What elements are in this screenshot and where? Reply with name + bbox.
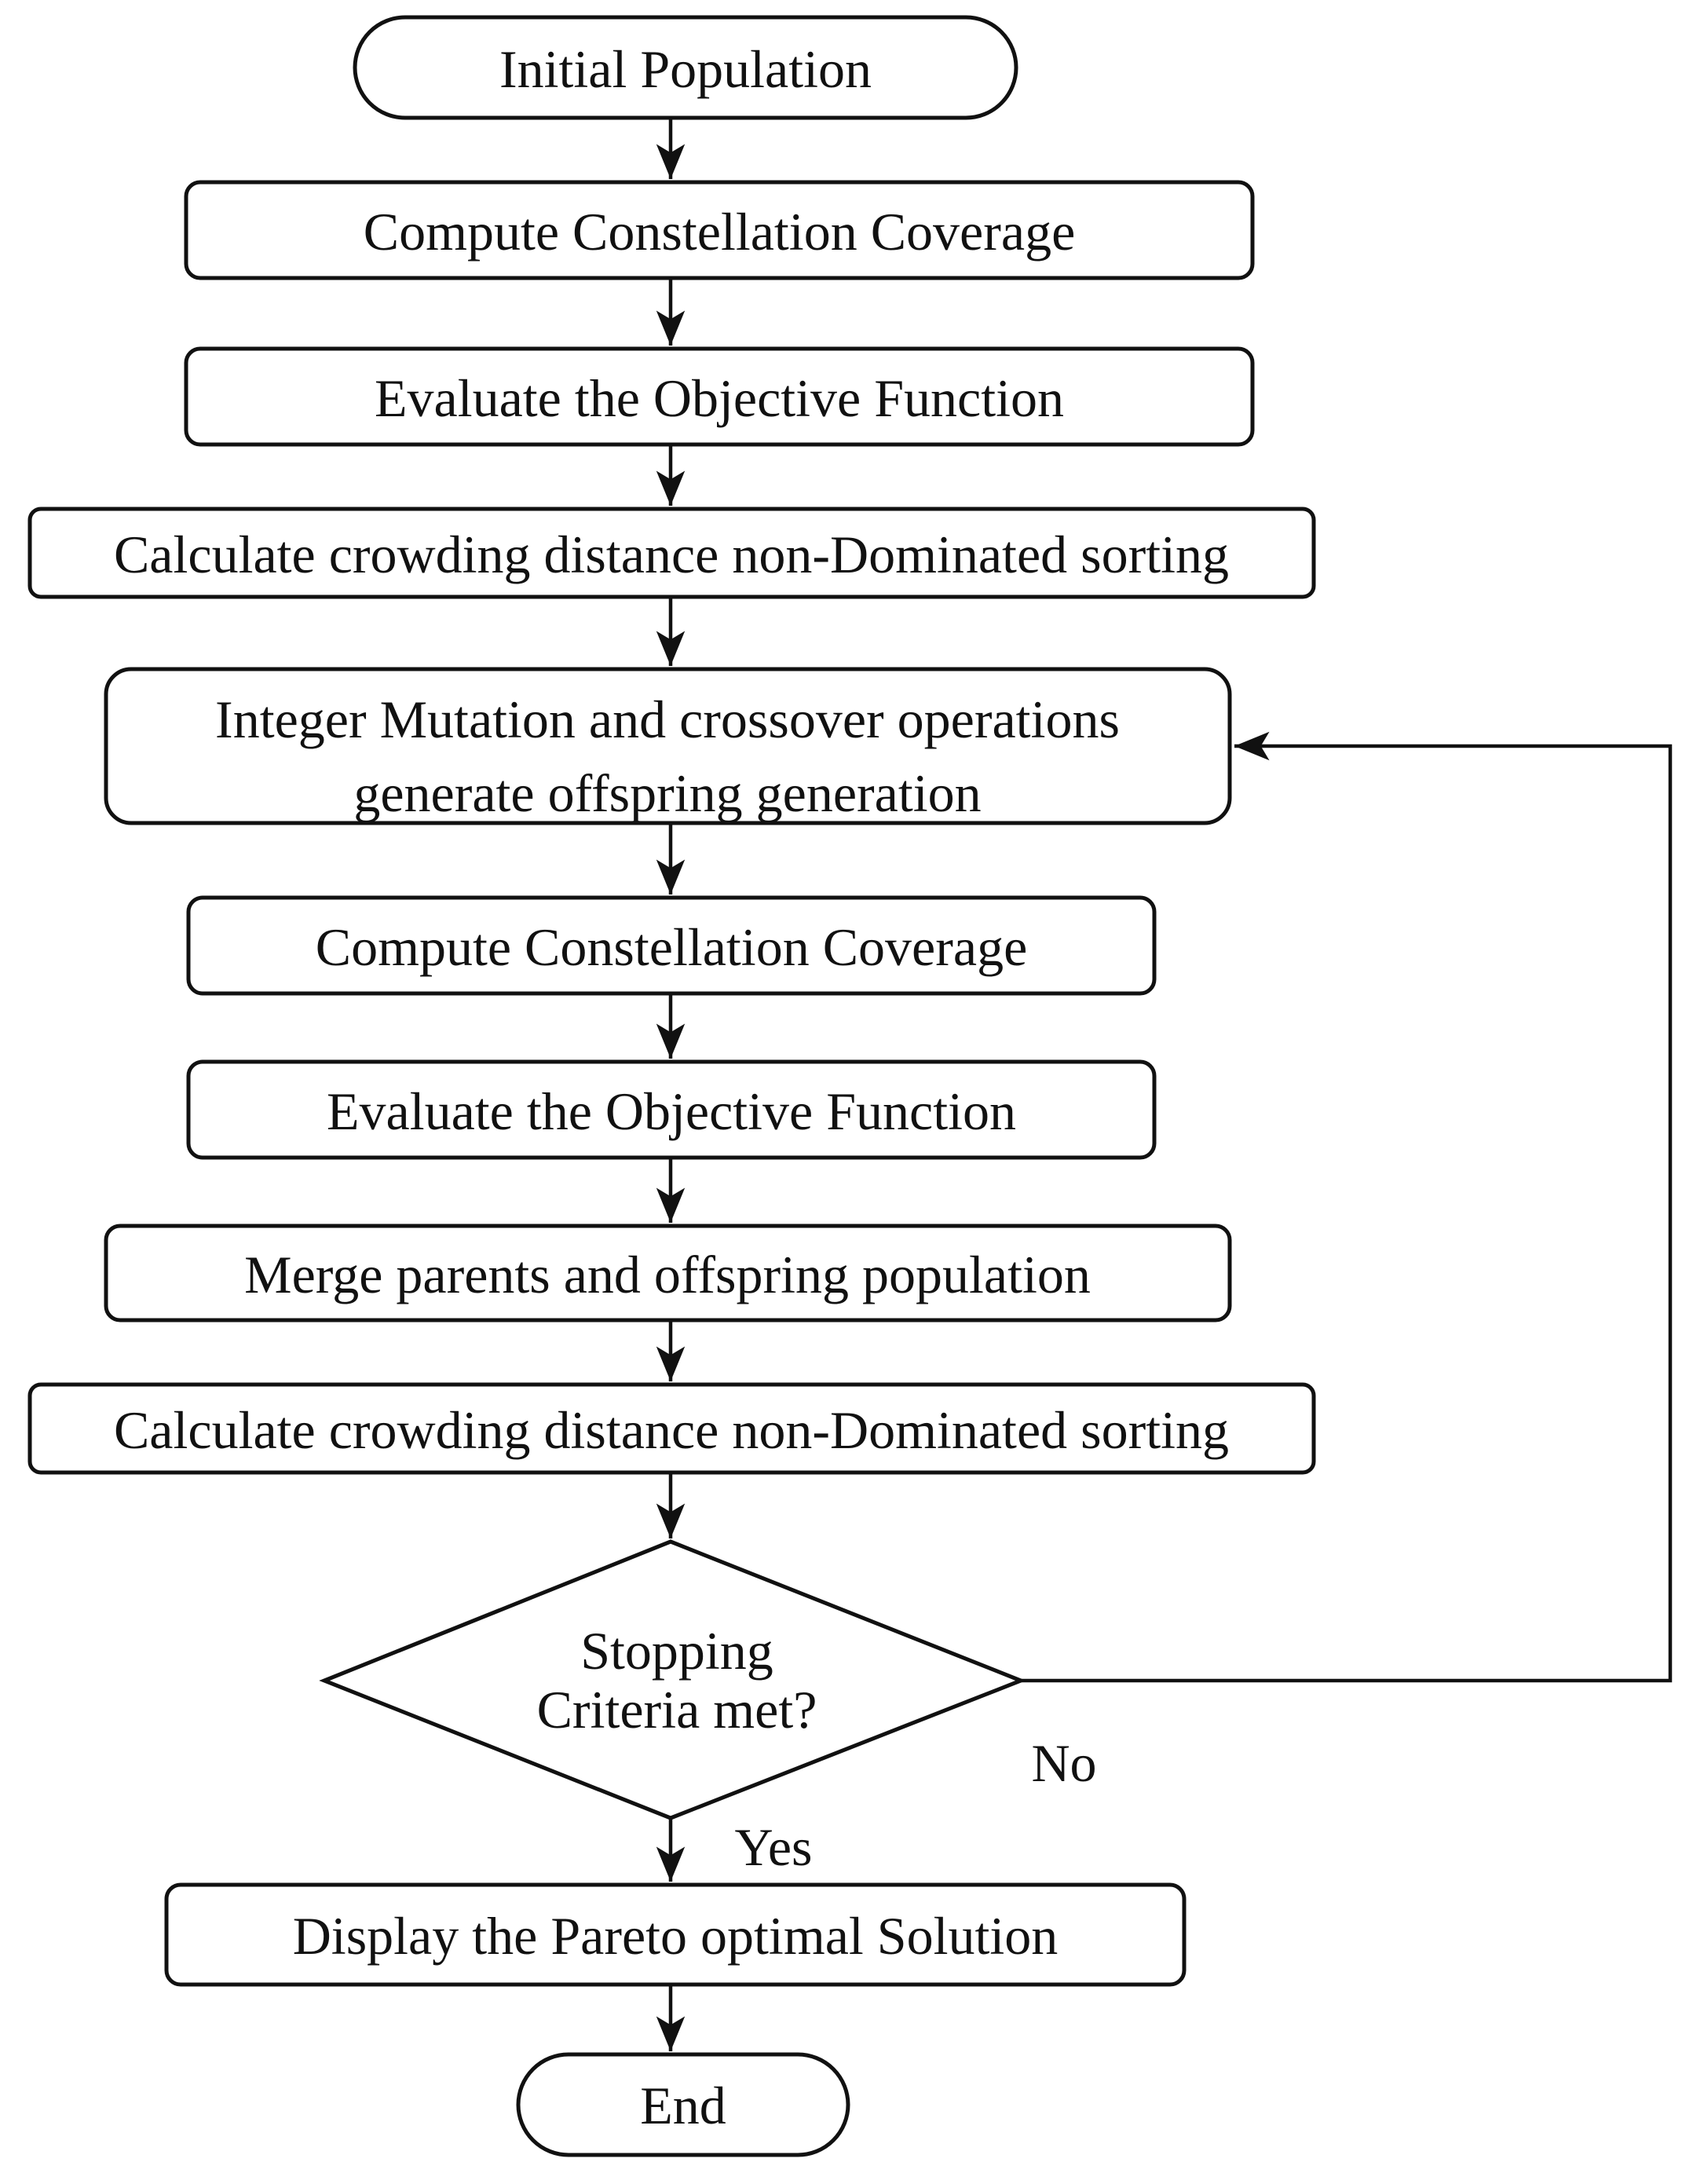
node-label: End — [640, 2076, 726, 2135]
node-display-pareto-solution: Display the Pareto optimal Solution — [164, 1882, 1187, 1987]
process-box — [27, 507, 1316, 599]
node-label: Calculate crowding distance non-Dominate… — [114, 525, 1229, 584]
node-compute-constellation-coverage-2: Compute Constellation Coverage — [186, 895, 1157, 996]
node-integer-mutation-crossover: Integer Mutation and crossover operation… — [104, 667, 1232, 825]
process-box — [184, 346, 1255, 447]
node-label: Display the Pareto optimal Solution — [293, 1906, 1059, 1966]
node-evaluate-objective-function-1: Evaluate the Objective Function — [184, 346, 1255, 447]
process-box — [186, 1059, 1157, 1160]
node-compute-constellation-coverage-1: Compute Constellation Coverage — [184, 180, 1255, 280]
edge-label-no: No — [1031, 1733, 1096, 1793]
terminator-shape — [353, 15, 1018, 120]
process-box — [104, 1224, 1232, 1322]
node-calculate-crowding-sorting-1: Calculate crowding distance non-Dominate… — [27, 507, 1316, 599]
process-box — [27, 1382, 1316, 1475]
node-label-line-1: Stopping — [580, 1621, 773, 1681]
node-label-line-1: Integer Mutation and crossover operation… — [215, 690, 1120, 749]
process-box — [184, 180, 1255, 280]
node-stopping-criteria-decision: Stopping Criteria met? — [319, 1539, 1026, 1820]
node-label: Initial Population — [499, 39, 872, 99]
edge-no-feedback-loop — [1021, 731, 1673, 1683]
node-label: Calculate crowding distance non-Dominate… — [114, 1400, 1229, 1460]
terminator-shape — [516, 2052, 850, 2157]
node-label: Compute Constellation Coverage — [316, 917, 1028, 977]
edge-label-yes: Yes — [735, 1817, 813, 1877]
node-label: Compute Constellation Coverage — [364, 202, 1076, 262]
node-merge-parents-offspring: Merge parents and offspring population — [104, 1224, 1232, 1322]
node-evaluate-objective-function-2: Evaluate the Objective Function — [186, 1059, 1157, 1160]
node-label: Evaluate the Objective Function — [375, 368, 1064, 428]
process-box — [164, 1882, 1187, 1987]
node-label-line-2: generate offspring generation — [353, 763, 981, 823]
decision-diamond — [319, 1539, 1026, 1820]
node-end: End — [516, 2052, 850, 2157]
node-label: Merge parents and offspring population — [244, 1245, 1091, 1304]
node-label-line-2: Criteria met? — [537, 1680, 817, 1740]
process-box — [104, 667, 1232, 825]
node-label: Evaluate the Objective Function — [327, 1081, 1016, 1141]
node-calculate-crowding-sorting-2: Calculate crowding distance non-Dominate… — [27, 1382, 1316, 1475]
node-initial-population: Initial Population — [353, 15, 1018, 120]
process-box — [186, 895, 1157, 996]
